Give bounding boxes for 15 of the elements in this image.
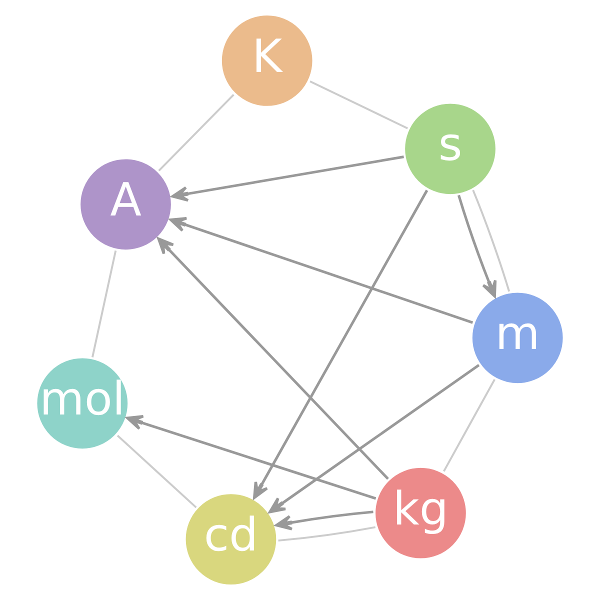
arrow <box>275 510 374 530</box>
connector <box>442 378 496 472</box>
arrow <box>157 237 389 480</box>
arrow <box>169 216 474 324</box>
connector <box>472 190 510 292</box>
arrow <box>268 364 480 514</box>
connector <box>92 250 117 358</box>
connector <box>278 526 376 542</box>
arrow <box>253 190 428 500</box>
connector <box>158 94 234 172</box>
arrow <box>171 156 404 202</box>
connector <box>116 434 197 508</box>
arrow <box>457 194 497 298</box>
connector <box>310 80 408 130</box>
arrow <box>126 415 376 500</box>
